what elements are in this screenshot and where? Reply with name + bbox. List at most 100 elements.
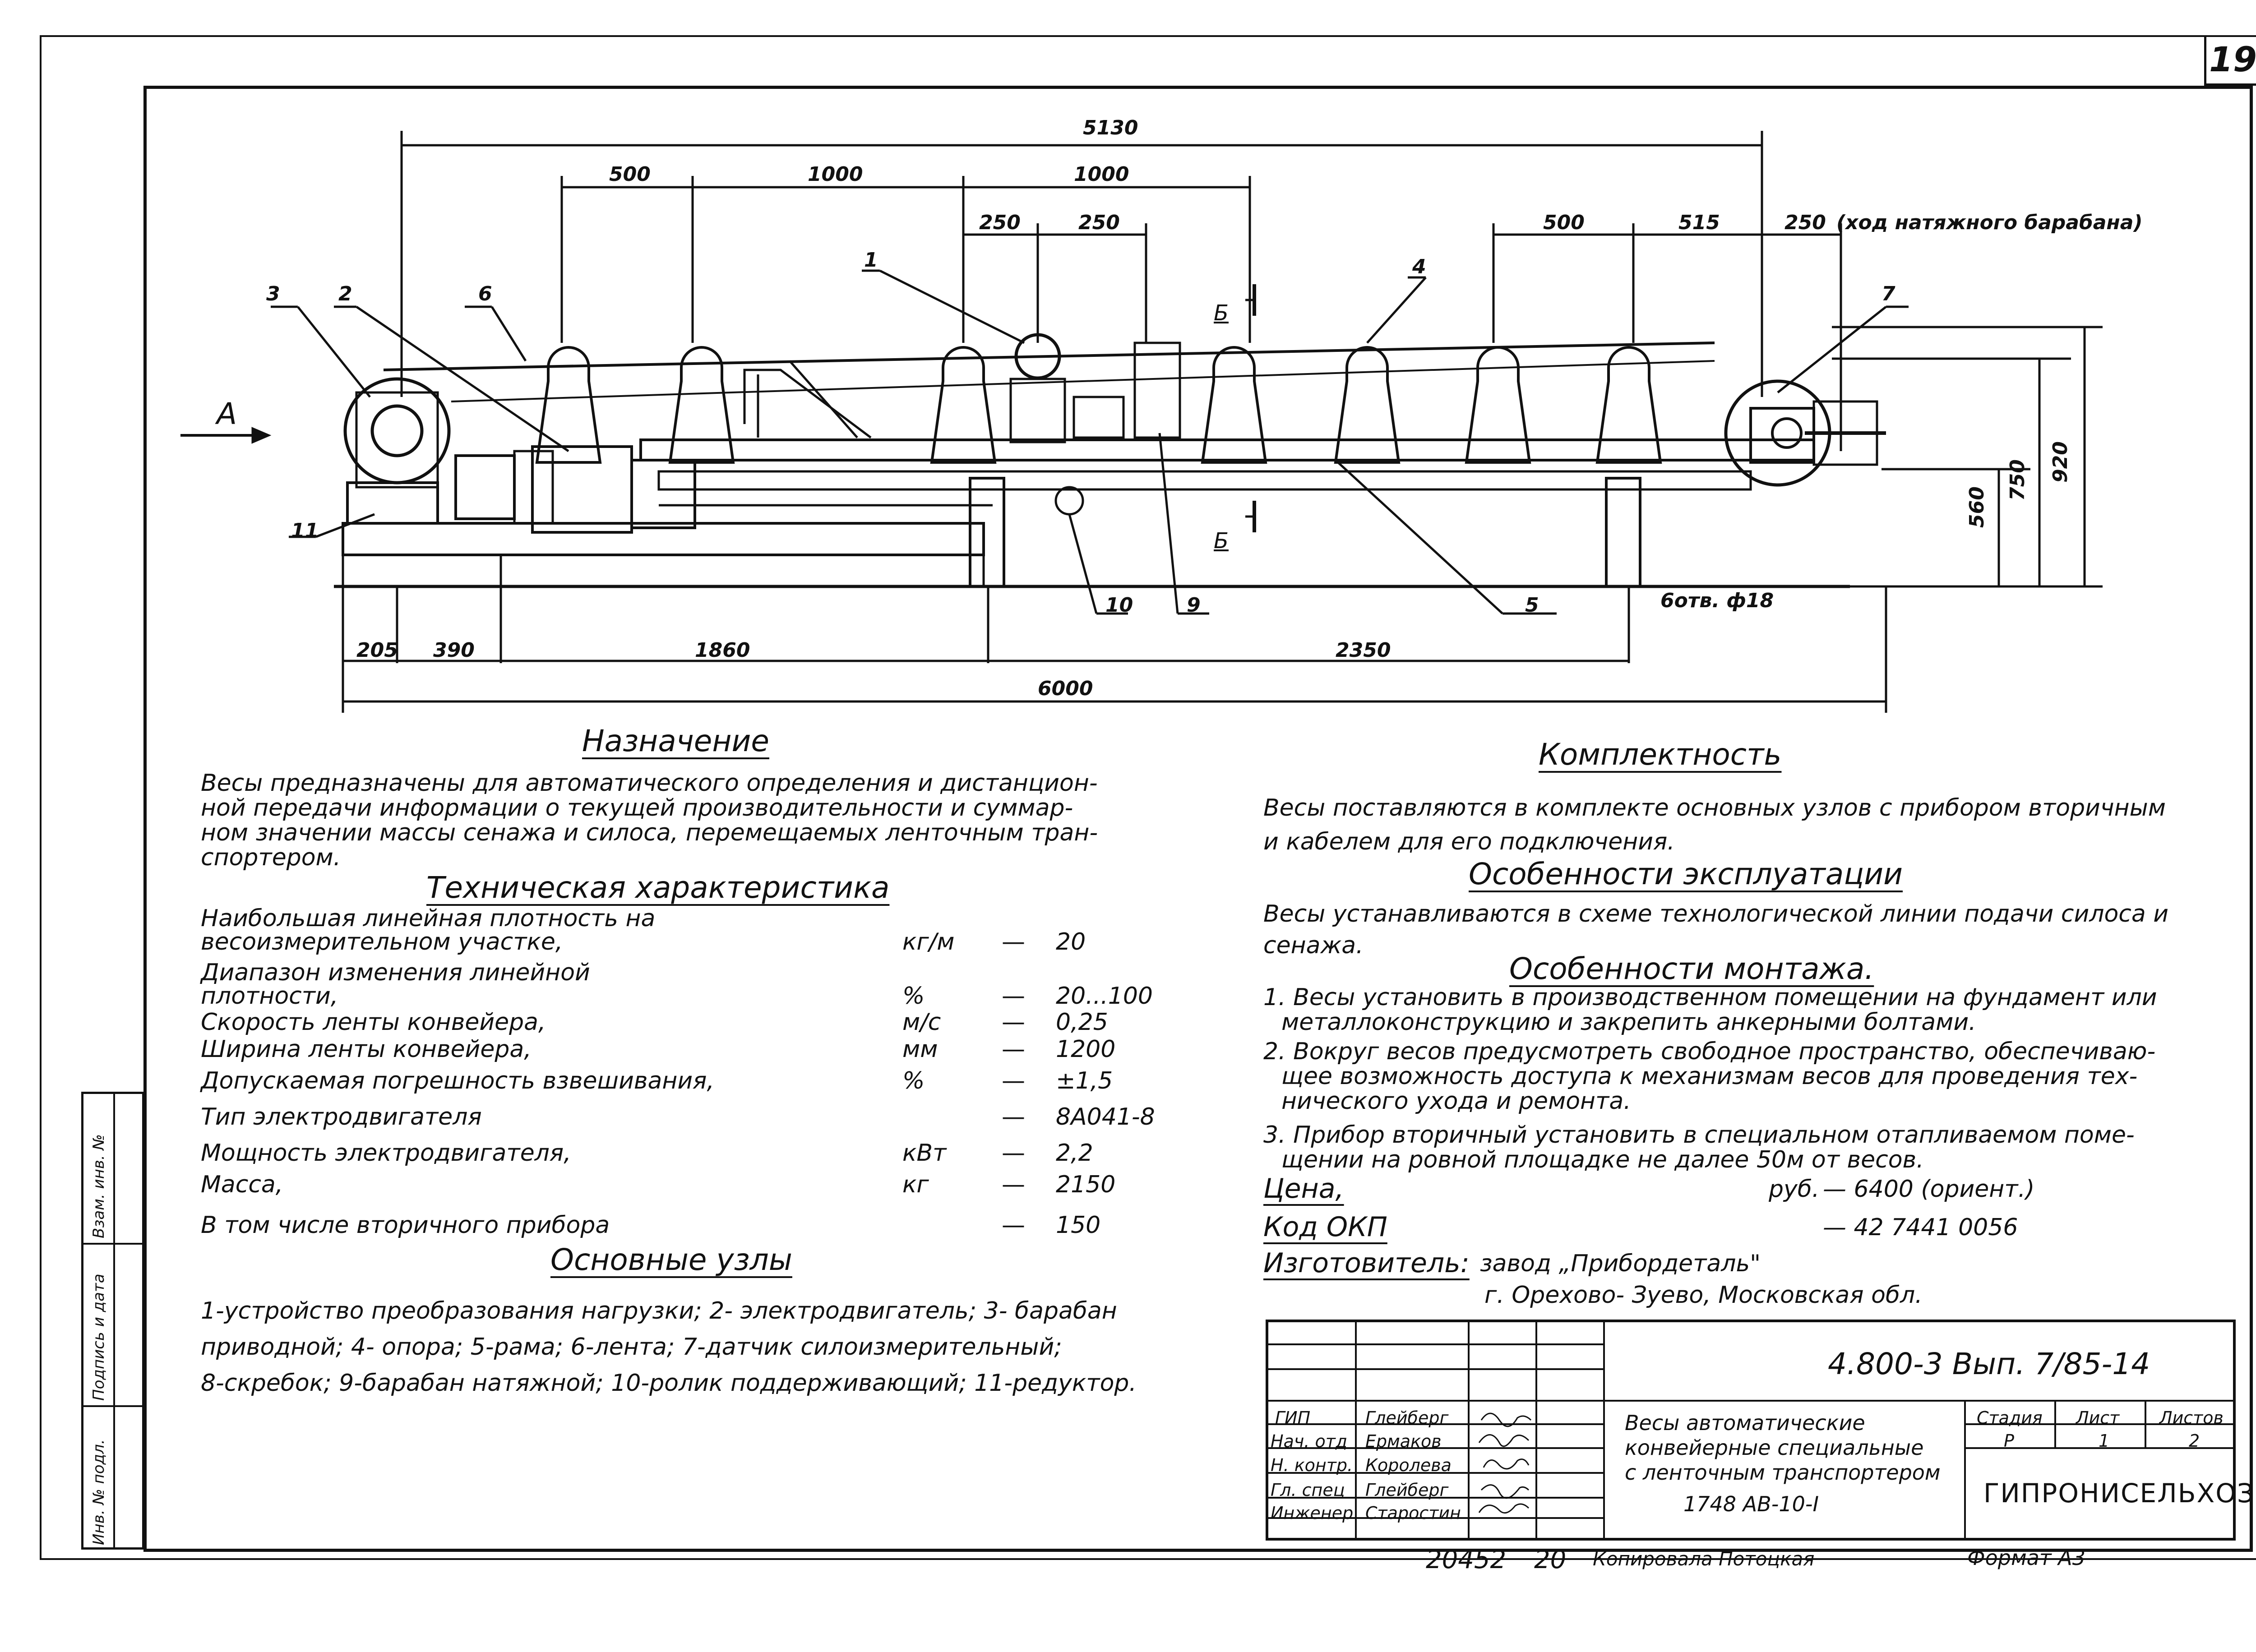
callout-5: 5 (1525, 594, 1539, 617)
doc-code: 4.800-3 Вып. 7/85-14 (1828, 1347, 2150, 1381)
spec-value: 1200 (1056, 1036, 1116, 1063)
footer-sub: 20 (1534, 1545, 1567, 1574)
completeness-line-1: Весы поставляются в комплекте основных у… (1263, 794, 2166, 821)
spec-label: Мощность электродвигателя, (201, 1140, 571, 1167)
side-strip: Инв. № подл. Подпись и дата Взам. инв. № (81, 1092, 144, 1550)
spec-label: Наибольшая линейная плотность на (201, 905, 656, 932)
section-label-top: Б (1214, 300, 1229, 326)
role-label: Н. контр. (1271, 1455, 1353, 1475)
spec-dash: — (1002, 1009, 1025, 1036)
operation-heading: Особенности эксплуатации (1469, 857, 1903, 891)
spec-dash: — (1002, 1036, 1025, 1063)
spec-dash: — (1002, 983, 1025, 1010)
price-label: Цена, (1263, 1173, 1344, 1204)
spec-unit: % (902, 983, 925, 1010)
spec-label: Диапазон изменения линейной (201, 959, 590, 986)
spec-dash: — (1002, 1171, 1025, 1198)
stage-value: Р (2004, 1431, 2014, 1451)
purpose-heading: Назначение (582, 724, 770, 758)
spec-value: 20...100 (1056, 983, 1153, 1010)
spec-label: Масса, (201, 1171, 283, 1198)
callout-9: 7 (1882, 282, 1895, 305)
title-line-4: 1748 АВ-10-I (1683, 1492, 1819, 1516)
units-line-3: 8-скребок; 9-барабан натяжной; 10-ролик … (201, 1370, 1137, 1397)
sheets-value: 2 (2189, 1431, 2200, 1451)
dim-1000-a: 1000 (808, 163, 863, 186)
outer-frame (40, 35, 2256, 1560)
spec-value: ±1,5 (1056, 1067, 1113, 1094)
spec-value: 2,2 (1056, 1140, 1093, 1167)
spec-unit: кг/м (902, 928, 955, 955)
dim-500-left: 500 (609, 163, 651, 186)
role-name: Старостин (1365, 1503, 1461, 1523)
price-value: — 6400 (ориент.) (1823, 1176, 2035, 1203)
footer-copied: Копировала Потоцкая (1593, 1548, 1815, 1570)
footer-format: Формат А3 (1967, 1546, 2085, 1570)
spec-unit: кВт (902, 1140, 947, 1167)
maker-line-2: г. Орехово- Зуево, Московская обл. (1484, 1282, 1923, 1309)
spec-unit: кг (902, 1171, 929, 1198)
callout-2: 2 (338, 282, 352, 305)
side-strip-col (83, 1094, 115, 1547)
dim-250-b: 250 (1078, 211, 1120, 234)
spec-dash: — (1002, 928, 1025, 955)
role-label: ГИП (1275, 1408, 1311, 1428)
section-label-bottom: Б (1214, 528, 1229, 554)
dim-515: 515 (1678, 211, 1720, 234)
spec-label: Ширина ленты конвейера, (201, 1036, 532, 1063)
sheet-header: Лист (2076, 1408, 2120, 1428)
spec-label: плотности, (201, 983, 338, 1010)
units-heading: Основные узлы (550, 1242, 792, 1277)
maker-label: Изготовитель: (1263, 1247, 1470, 1279)
sheet-number: 19 (2204, 35, 2256, 86)
dim-500-right: 500 (1543, 211, 1585, 234)
title-line-3: с ленточным транспортером (1625, 1460, 1941, 1485)
mounting-heading: Особенности монтажа. (1509, 951, 1874, 986)
completeness-line-2: и кабелем для его подключения. (1263, 828, 1675, 855)
dim-overall-5130: 5130 (1083, 116, 1138, 139)
footer-number: 20452 (1426, 1545, 1507, 1574)
callout-4: 4 (1412, 255, 1426, 278)
callout-3: 3 (266, 282, 280, 305)
callout-6: 6 (478, 282, 492, 305)
dim-920: 920 (2049, 441, 2072, 483)
operation-line-2: сенажа. (1263, 932, 1364, 959)
spec-value: 0,25 (1056, 1009, 1108, 1036)
operation-line-1: Весы устанавливаются в схеме технологиче… (1263, 900, 2169, 928)
callout-11: 11 (291, 519, 319, 542)
spec-dash: — (1002, 1103, 1025, 1131)
side-strip-label-3: Взам. инв. № (90, 1134, 108, 1238)
org-name: ГИПРОНИСЕЛЬХОЗ (1983, 1478, 2255, 1509)
mounting-line-2: металлоконструкцию и закрепить анкерными… (1281, 1009, 1976, 1036)
title-line-1: Весы автоматические (1625, 1411, 1865, 1435)
mounting-line-1: 1. Весы установить в производственном по… (1263, 984, 2157, 1011)
role-name: Ермаков (1365, 1431, 1442, 1451)
stage-header: Стадия (1977, 1408, 2043, 1428)
callout-10: 10 (1105, 594, 1133, 617)
units-line-2: приводной; 4- опора; 5-рама; 6-лента; 7-… (201, 1334, 1062, 1361)
dim-750: 750 (2006, 459, 2029, 501)
spec-dash: — (1002, 1212, 1025, 1239)
title-line-2: конвейерные специальные (1625, 1435, 1924, 1460)
spec-unit: % (902, 1067, 925, 1094)
tech-heading: Техническая характеристика (426, 870, 890, 905)
mounting-line-6: 3. Прибор вторичный установить в специал… (1263, 1121, 2135, 1149)
title-block-grid (1266, 1320, 2236, 1541)
dim-250-a: 250 (979, 211, 1021, 234)
spec-value: 8А041-8 (1056, 1103, 1155, 1131)
sheet-value: 1 (2099, 1431, 2110, 1451)
okp-value: — 42 7441 0056 (1823, 1214, 2018, 1241)
dim-1860: 1860 (695, 639, 750, 662)
purpose-line-3: ном значении массы сенажа и силоса, пере… (201, 819, 1098, 846)
spec-value: 20 (1056, 928, 1086, 955)
mounting-line-3: 2. Вокруг весов предусмотреть свободное … (1263, 1038, 2156, 1065)
mounting-line-7: щении на ровной площадке не далее 50м от… (1281, 1146, 1924, 1173)
spec-unit: мм (902, 1036, 938, 1063)
holes-note: 6отв. ф18 (1660, 589, 1774, 612)
spec-unit: м/с (902, 1009, 941, 1036)
price-unit: руб. (1769, 1176, 1820, 1203)
dim-6000: 6000 (1038, 677, 1093, 700)
side-strip-divider (83, 1405, 142, 1407)
dim-205: 205 (356, 639, 398, 662)
